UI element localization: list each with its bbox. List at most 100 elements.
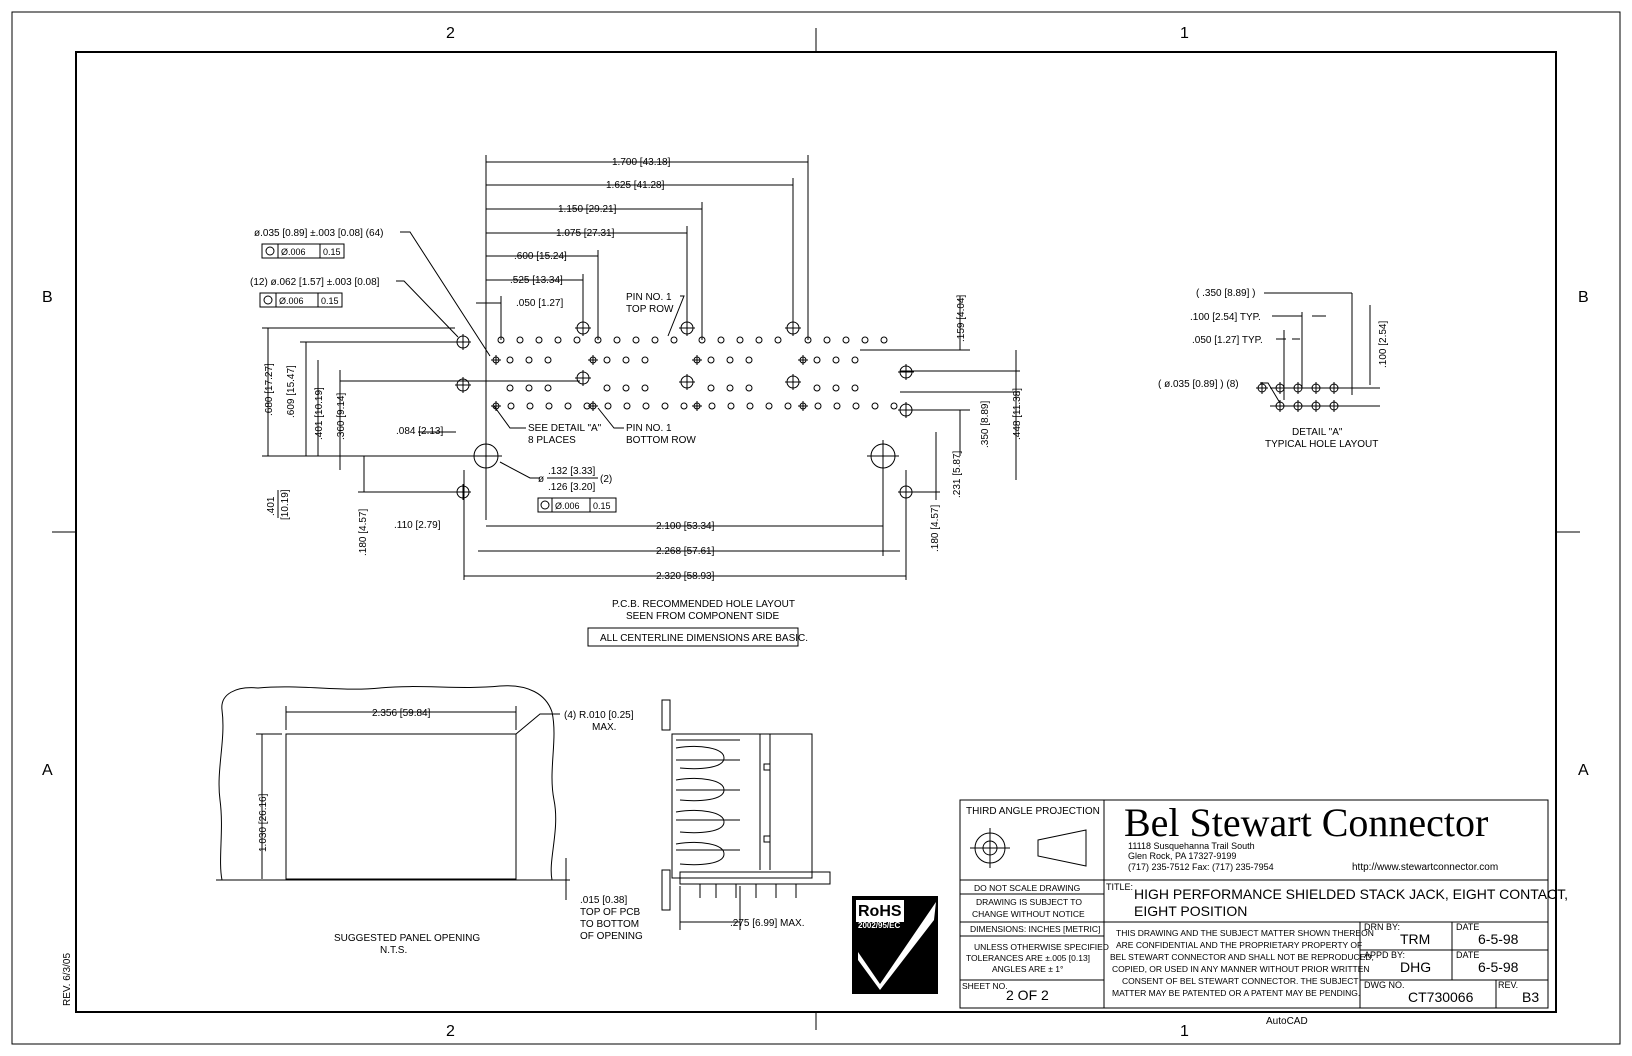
pin-hole — [526, 402, 534, 410]
pin-hole — [890, 402, 898, 410]
confidential-5: CONSENT OF BEL STEWART CONNECTOR. THE SU… — [1122, 976, 1359, 986]
pin-hole — [736, 336, 744, 344]
dim-525: .525 [13.34] — [510, 275, 563, 286]
dim-1625: 1.625 [41.28] — [606, 180, 665, 191]
zone-col-2-bottom: 2 — [446, 1023, 455, 1040]
pcb-offset-dim: .015 [0.38] — [580, 895, 627, 906]
large-hole-top: .132 [3.33] — [548, 466, 595, 477]
panel-radius-max: MAX. — [592, 722, 616, 733]
dim-401: .401 [10.19] — [314, 387, 325, 440]
dim-180-left: .180 [4.57] — [358, 509, 369, 556]
date-label-1: DATE — [1456, 922, 1479, 932]
pin-hole — [544, 356, 552, 364]
pin-hole — [642, 402, 650, 410]
pin-hole — [813, 384, 821, 392]
pin-hole — [813, 356, 821, 364]
pin-hole — [745, 384, 753, 392]
projection-label: THIRD ANGLE PROJECTION — [966, 806, 1100, 817]
title-line2: EIGHT POSITION — [1134, 903, 1247, 919]
pin-hole — [573, 336, 581, 344]
pin-hole — [535, 336, 543, 344]
pin-hole — [804, 336, 812, 344]
pin-hole — [851, 384, 859, 392]
pin-hole — [726, 384, 734, 392]
pin-hole — [525, 356, 533, 364]
zone-col-1-top: 1 — [1180, 25, 1189, 42]
detail-dim-350: ( .350 [8.89] ) — [1196, 288, 1255, 299]
pin-hole — [603, 356, 611, 364]
rohs-sub: 2002/95/EC — [858, 921, 900, 930]
pin-hole — [707, 356, 715, 364]
large-hole-qty: (2) — [600, 474, 612, 485]
hole-small-callout: ø.035 [0.89] ±.003 [0.08] (64) — [254, 228, 383, 239]
pin-hole — [506, 356, 514, 364]
pcb-offset-line2: TOP OF PCB — [580, 907, 641, 918]
pin1-bottom-label: PIN NO. 1 — [626, 423, 672, 434]
autocad-note: AutoCAD — [1266, 1016, 1308, 1027]
pin-hole — [507, 402, 515, 410]
pin-hole — [823, 336, 831, 344]
pin1-top-sub: TOP ROW — [626, 304, 674, 315]
dim-1700: 1.700 [43.18] — [612, 157, 671, 168]
hole-small-tol: Ø.006 — [281, 247, 306, 257]
date-label-2: DATE — [1456, 950, 1479, 960]
pcb-offset-line4: OF OPENING — [580, 931, 643, 942]
pin-hole — [680, 402, 688, 410]
pin-hole — [622, 356, 630, 364]
appd-label: APPD BY: — [1364, 950, 1405, 960]
hole-mid-tol-mm: 0.15 — [321, 296, 339, 306]
panel-height-dim: 1.030 [26.16] — [258, 793, 269, 852]
pcb-caption: P.C.B. RECOMMENDED HOLE LAYOUT — [612, 599, 795, 610]
side-width-dim: .275 [6.99] MAX. — [730, 918, 805, 929]
tolerance-2: TOLERANCES ARE ±.005 [0.13] — [966, 953, 1090, 963]
zone-row-b-right: B — [1578, 289, 1589, 306]
dim-1150: 1.150 [29.21] — [558, 204, 617, 215]
dim-2100: 2.100 [53.34] — [656, 521, 715, 532]
pin-hole — [765, 402, 773, 410]
confidential-6: MATTER MAY BE PATENTED OR A PATENT MAY B… — [1112, 988, 1360, 998]
panel-cutout — [285, 733, 517, 880]
title-block: THIRD ANGLE PROJECTION Bel Stewart Conne… — [852, 799, 1568, 1009]
pin-hole — [698, 336, 706, 344]
title-line1: HIGH PERFORMANCE SHIELDED STACK JACK, EI… — [1134, 886, 1568, 902]
pin-hole — [506, 384, 514, 392]
detail-a: ( .350 [8.89] ) .100 [2.54] TYP. .050 [1… — [1158, 288, 1389, 450]
date-value-2: 6-5-98 — [1478, 959, 1519, 975]
dim-159: .159 [4.04] — [956, 295, 967, 342]
pin-hole — [641, 384, 649, 392]
dim-600: .600 [15.24] — [514, 251, 567, 262]
pin-hole — [497, 336, 505, 344]
detail-hole-callout: ( ø.035 [0.89] ) (8) — [1158, 379, 1239, 390]
pin-hole — [784, 402, 792, 410]
pin-hole — [603, 384, 611, 392]
pin-hole — [670, 336, 678, 344]
dim-2320: 2.320 [58.93] — [656, 571, 715, 582]
panel-radius: (4) R.010 [0.25] — [564, 710, 634, 721]
detail-caption: DETAIL "A" — [1292, 427, 1343, 438]
dim-110: .110 [2.79] — [394, 520, 441, 531]
confidential-2: ARE CONFIDENTIAL AND THE PROPRIETARY PRO… — [1116, 940, 1362, 950]
pin-hole — [774, 336, 782, 344]
no-scale-note: DO NOT SCALE DRAWING — [974, 883, 1080, 893]
confidential-3: BEL STEWART CONNECTOR AND SHALL NOT BE R… — [1110, 952, 1374, 962]
panel-caption: SUGGESTED PANEL OPENING — [334, 933, 480, 944]
detail-dim-100: .100 [2.54] TYP. — [1190, 312, 1261, 323]
dim-448: .448 [11.38] — [1012, 388, 1023, 440]
panel-width-dim: 2.356 [59.84] — [372, 708, 431, 719]
address-line2: Glen Rock, PA 17327-9199 — [1128, 851, 1236, 861]
title-label: TITLE: — [1106, 882, 1133, 892]
hole-mid-tol: Ø.006 — [279, 296, 304, 306]
rohs-badge: RoHS 2002/95/EC — [852, 896, 938, 994]
rev-note: REV. 6/3/05 — [62, 953, 73, 1006]
address-line1: 11118 Susquehanna Trail South — [1128, 841, 1255, 851]
drn-value: TRM — [1400, 931, 1430, 947]
dim-2268: 2.268 [57.61] — [656, 546, 715, 557]
small-hole-grid — [491, 336, 898, 411]
connector-side-view: .275 [6.99] MAX. — [661, 699, 831, 930]
large-hole-bottom: .126 [3.20] — [548, 482, 595, 493]
detail-dim-050: .050 [1.27] TYP. — [1192, 335, 1263, 346]
subject-change-1: DRAWING IS SUBJECT TO — [976, 897, 1082, 907]
sheet-value: 2 OF 2 — [1006, 987, 1049, 1003]
panel-opening: 2.356 [59.84] 1.030 [26.16] (4) R.010 [0… — [216, 685, 643, 956]
